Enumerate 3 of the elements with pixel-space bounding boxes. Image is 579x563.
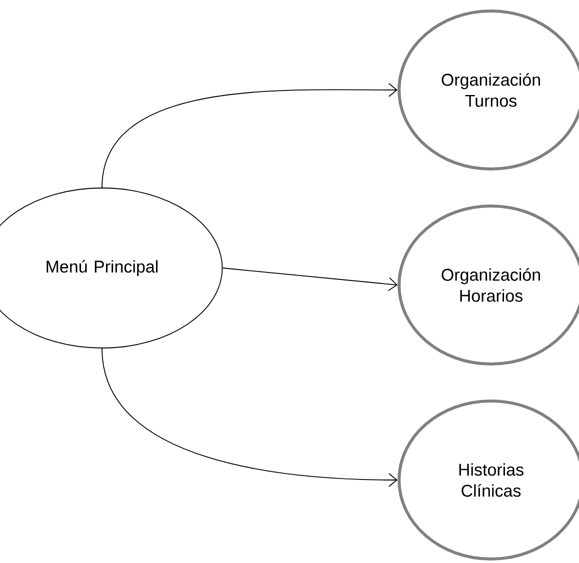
arrow bbox=[222, 268, 398, 292]
arrow bbox=[102, 348, 398, 487]
arrow bbox=[102, 83, 398, 188]
